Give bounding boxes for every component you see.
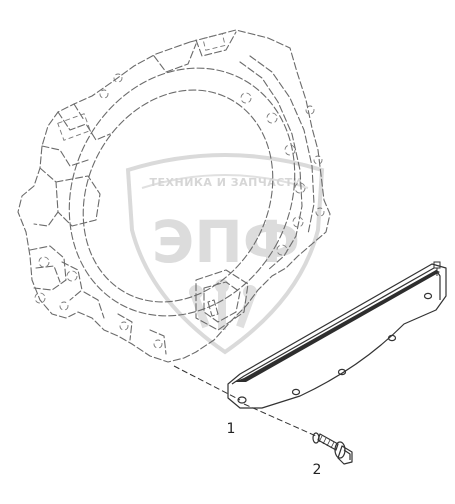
callout-2: 2 — [313, 462, 322, 478]
watermark-shield — [125, 153, 325, 355]
watermark-logo: ЭПФ — [152, 208, 301, 276]
cover-plate-part-1 — [227, 261, 447, 409]
watermark-text: ТЕХНИКА И ЗАПЧАСТИ — [150, 176, 303, 189]
callout-1: 1 — [227, 421, 236, 437]
bolt-part-2 — [312, 432, 353, 465]
plate-bolt-icon — [433, 261, 441, 276]
watermark: ТЕХНИКА И ЗАПЧАСТИ ЭПФ — [125, 153, 325, 355]
assembly-leader-lines — [173, 365, 317, 437]
flywheel-housing-outline — [17, 29, 331, 363]
